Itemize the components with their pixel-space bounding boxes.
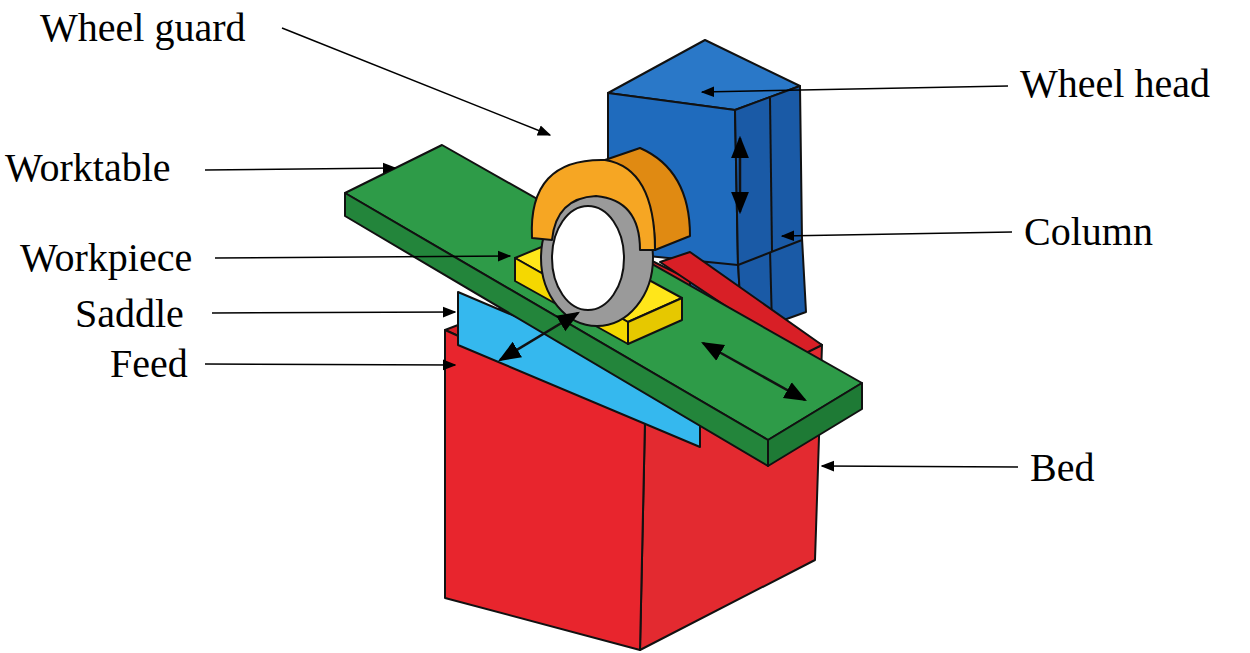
vertical-motion-arrow	[739, 138, 742, 212]
leader-line	[215, 256, 510, 258]
wheel-head-edge	[770, 98, 772, 252]
leader-line	[282, 28, 550, 135]
wheel-guard	[532, 160, 655, 250]
feed-arrow	[500, 313, 578, 360]
part-label: Bed	[1030, 448, 1094, 488]
worktable-top	[345, 145, 862, 440]
part-label: Wheel head	[1020, 64, 1210, 104]
leader-line	[822, 466, 1018, 467]
part-label: Wheel guard	[40, 8, 245, 48]
leader-line	[205, 168, 395, 170]
wheel-hub	[552, 206, 624, 310]
wheel-head-right	[735, 86, 802, 265]
worktable-end	[768, 383, 862, 466]
leader-line	[702, 86, 1008, 92]
part-label: Saddle	[75, 294, 184, 334]
table-motion-arrow	[703, 343, 805, 400]
leader-line	[782, 232, 1012, 236]
worktable-front	[345, 193, 768, 466]
leader-line	[212, 312, 455, 313]
part-label: Worktable	[5, 148, 171, 188]
part-label: Feed	[110, 344, 188, 384]
part-label: Workpiece	[20, 238, 192, 278]
leader-line	[205, 364, 455, 365]
part-label: Column	[1024, 212, 1153, 252]
